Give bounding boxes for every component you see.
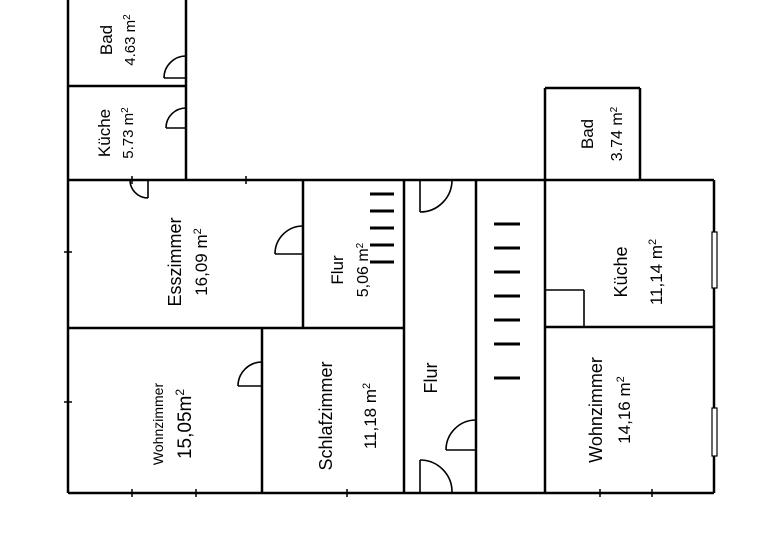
stairs-hall <box>494 222 520 380</box>
room-name: Wohnzimmer <box>150 383 166 466</box>
area-unit-sup: 2 <box>173 389 187 396</box>
svg-text:4.63 m2: 4.63 m2 <box>122 14 140 66</box>
area-unit-sup: 2 <box>120 107 131 113</box>
room-bad-right: Bad 3.74 m2 <box>578 106 626 161</box>
room-area: 11,14 m <box>647 245 666 305</box>
area-unit-sup: 2 <box>609 106 620 112</box>
room-area: 11,18 m <box>361 389 380 449</box>
area-unit-sup: 2 <box>192 228 204 234</box>
room-wohnzimmer-left: Wohnzimmer 15,05m2 <box>150 383 196 466</box>
room-area: 5.73 m <box>120 113 137 159</box>
room-name: Esszimmer <box>165 217 185 306</box>
room-name: Bad <box>97 25 116 55</box>
svg-text:16,09 m2: 16,09 m2 <box>192 228 211 296</box>
area-unit-sup: 2 <box>361 383 373 389</box>
svg-text:11,18 m2: 11,18 m2 <box>361 383 380 449</box>
room-bad-left: Bad 4.63 m2 <box>97 14 139 66</box>
room-esszimmer: Esszimmer 16,09 m2 <box>165 217 211 306</box>
doors <box>129 55 477 494</box>
area-unit-sup: 2 <box>615 376 627 382</box>
room-name: Schlafzimmer <box>316 361 336 470</box>
room-name: Küche <box>95 109 114 157</box>
wall-ticks <box>64 176 653 497</box>
room-name: Flur <box>328 255 347 285</box>
room-area: 5,06 m <box>355 248 372 297</box>
room-area: 14,16 m <box>615 382 634 443</box>
area-unit-sup: 2 <box>355 242 366 248</box>
room-name: Küche <box>611 246 631 297</box>
svg-text:3.74 m2: 3.74 m2 <box>609 106 627 161</box>
svg-text:5,06 m2: 5,06 m2 <box>355 242 373 297</box>
room-wohnzimmer-right: Wohnzimmer 14,16 m2 <box>586 357 634 463</box>
svg-text:5.73 m2: 5.73 m2 <box>120 107 138 159</box>
room-name: Bad <box>578 119 597 149</box>
walls <box>66 0 716 495</box>
area-unit-sup: 2 <box>122 14 133 20</box>
room-flur-small: Flur 5,06 m2 <box>328 242 372 297</box>
windows <box>711 231 718 457</box>
room-name: Wohnzimmer <box>586 357 606 463</box>
room-flur-stair: Flur <box>421 362 441 393</box>
svg-text:14,16 m2: 14,16 m2 <box>615 376 634 444</box>
room-area: 4.63 m <box>122 20 139 66</box>
room-kueche-right: Küche 11,14 m2 <box>611 239 666 305</box>
room-area: 15,05m <box>175 396 196 459</box>
room-area: 3.74 m <box>609 112 626 161</box>
svg-text:11,14 m2: 11,14 m2 <box>647 239 666 305</box>
svg-text:15,05m2: 15,05m2 <box>173 389 196 459</box>
stairs-small <box>370 192 394 264</box>
room-area: 16,09 m <box>192 234 211 295</box>
area-unit-sup: 2 <box>647 239 659 245</box>
room-name: Flur <box>421 362 441 393</box>
room-kueche-left: Küche 5.73 m2 <box>95 107 137 159</box>
room-schlafzimmer: Schlafzimmer 11,18 m2 <box>316 361 380 470</box>
